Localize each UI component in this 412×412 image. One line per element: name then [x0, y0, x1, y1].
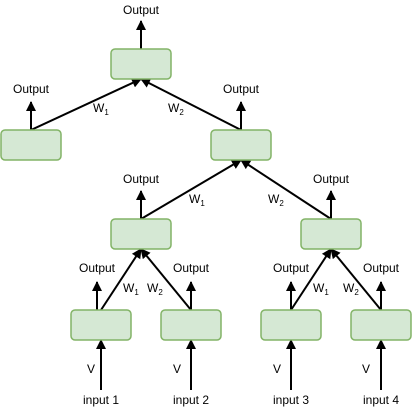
weight-label-n3-n8: W1 [313, 281, 329, 297]
input-label-n3: input 3 [273, 393, 309, 407]
node-box-n10 [160, 309, 222, 341]
input-weight-label-n3: V [273, 362, 281, 376]
input-label-n9: input 1 [83, 393, 119, 407]
output-label-n10: Output [173, 261, 210, 275]
node-box-n6 [210, 129, 272, 161]
weight-label-n10-n7: W2 [147, 281, 163, 297]
output-label-n7: Output [123, 172, 160, 186]
edge-n5-n1 [30, 78, 142, 131]
input-weight-label-n9: V [87, 362, 95, 376]
node-box-n4 [350, 309, 412, 341]
edge-n10-n7 [140, 248, 192, 311]
input-weight-label-n10: V [173, 362, 181, 376]
output-label-n4: Output [363, 261, 400, 275]
node-box-n7 [110, 218, 172, 250]
input-weight-label-n4: V [362, 362, 370, 376]
weight-label-n6-n1: W2 [168, 101, 184, 117]
output-label-n1: Output [123, 3, 160, 17]
edge-n6-n1 [140, 78, 242, 131]
weight-label-n8-n6: W2 [268, 192, 284, 208]
input-label-n4: input 4 [363, 393, 399, 407]
output-label-n8: Output [313, 172, 350, 186]
output-label-n6: Output [223, 82, 260, 96]
node-box-n5 [0, 129, 62, 161]
node-box-n8 [300, 218, 362, 250]
output-label-n3: Output [273, 261, 310, 275]
edge-n8-n6 [240, 159, 332, 220]
output-label-n5: Output [13, 82, 50, 96]
node-box-n3 [260, 309, 322, 341]
node-box-n1 [110, 48, 172, 80]
output-label-n9: Output [79, 261, 116, 275]
edge-n4-n8 [330, 248, 382, 311]
weight-label-n4-n8: W2 [343, 281, 359, 297]
weight-label-n5-n1: W1 [93, 101, 109, 117]
edge-n9-n7 [100, 248, 142, 311]
edge-n3-n8 [290, 248, 332, 311]
edge-n7-n6 [140, 159, 242, 220]
weight-label-n9-n7: W1 [123, 281, 139, 297]
node-box-n9 [70, 309, 132, 341]
input-label-n10: input 2 [173, 393, 209, 407]
weight-label-n7-n6: W1 [189, 192, 205, 208]
